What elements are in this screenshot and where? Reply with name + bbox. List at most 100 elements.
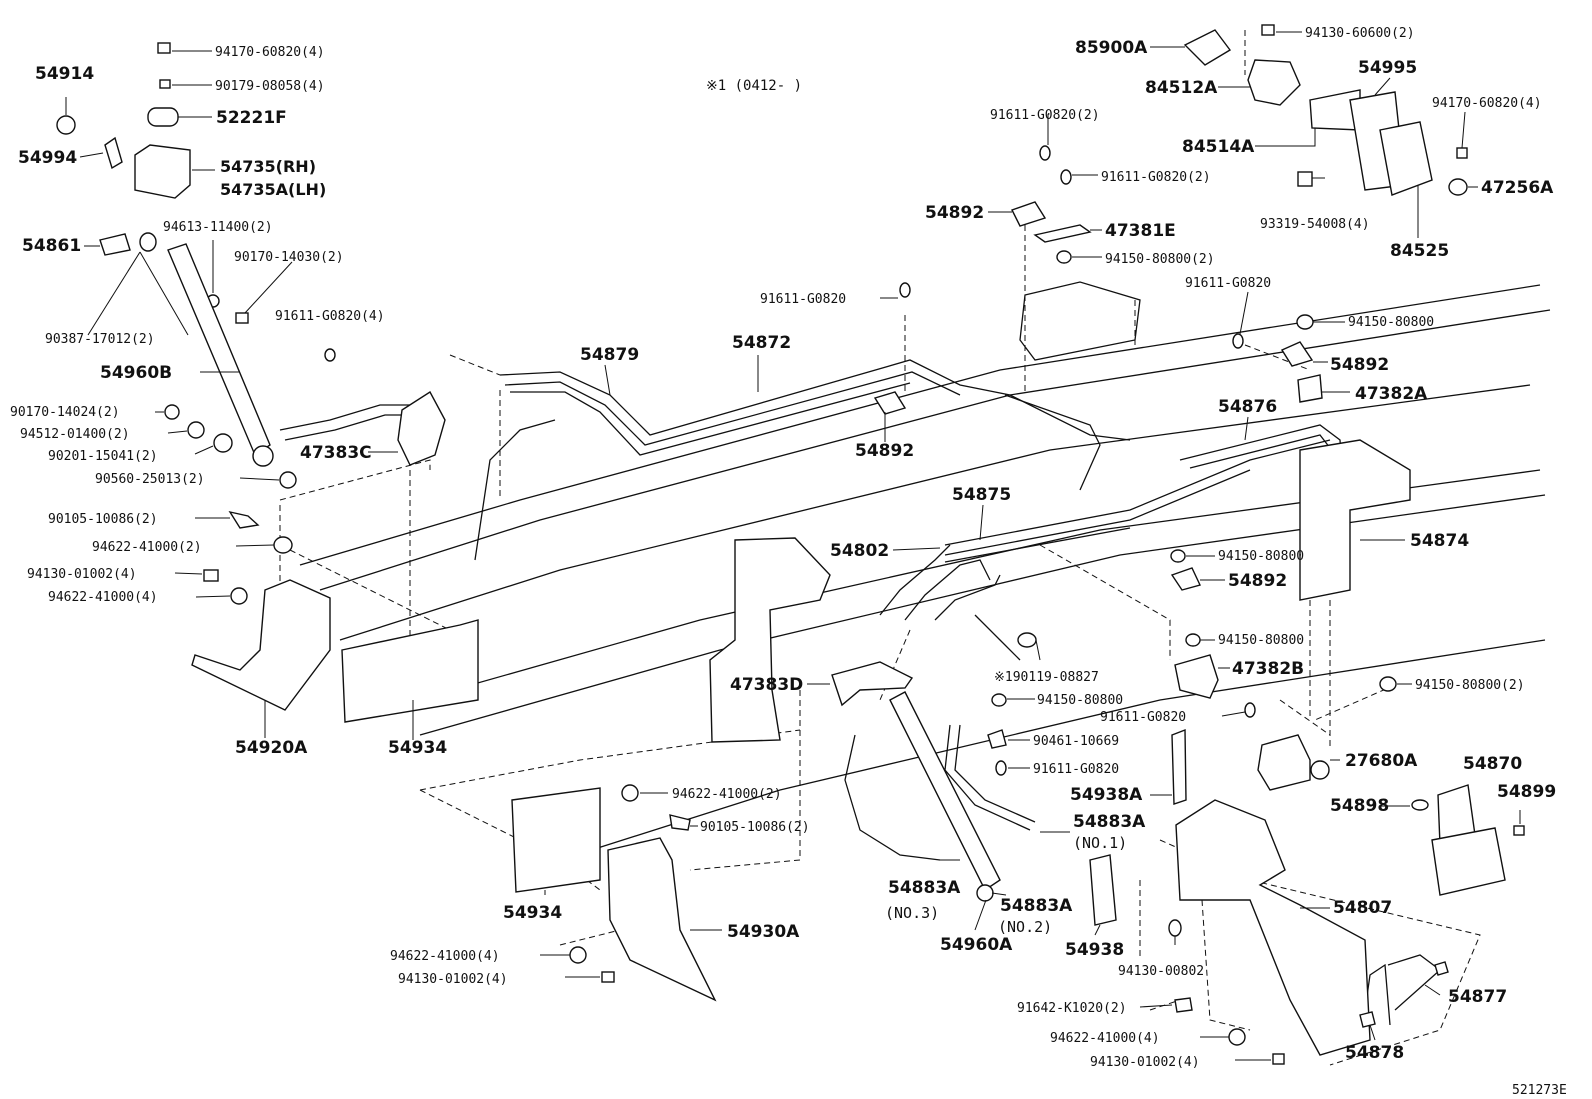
part-94622-c <box>621 784 639 802</box>
label-94150-r5: 94150-80800(2) <box>1415 678 1525 693</box>
part-94130-60600 <box>1261 24 1275 36</box>
label-94170-60820-b: 94170-60820(4) <box>1432 96 1542 111</box>
part-90170-14030 <box>235 312 249 324</box>
label-84514A: 84514A <box>1182 137 1255 157</box>
part-94622-e <box>1228 1028 1246 1046</box>
label-54934-a: 54934 <box>388 738 447 758</box>
label-54883A-1-note: (NO.1) <box>1073 834 1127 852</box>
label-90170-14024: 90170-14024(2) <box>10 405 120 420</box>
label-91611-top1: 91611-G0820(2) <box>990 108 1100 123</box>
label-47382B: 47382B <box>1232 659 1304 679</box>
part-91611-mid2 <box>995 760 1007 776</box>
label-94150-mid2: 94150-80800 <box>1037 693 1123 708</box>
header-note: ※1 (0412- ) <box>706 78 802 94</box>
label-54899: 54899 <box>1497 782 1556 802</box>
label-54892-top: 54892 <box>925 203 984 223</box>
part-54938A <box>1171 728 1187 805</box>
part-47382B <box>1174 654 1219 699</box>
part-90201 <box>213 433 233 453</box>
label-54938: 54938 <box>1065 940 1124 960</box>
part-54861 <box>99 233 131 256</box>
part-94170-a <box>157 42 171 54</box>
label-54883A-2-note: (NO.2) <box>998 918 1052 936</box>
parts <box>56 24 1525 1065</box>
part-54960A <box>889 691 1001 892</box>
part-54934-b <box>511 787 601 893</box>
part-90170-14024 <box>164 404 180 420</box>
part-94150-right <box>1296 314 1314 330</box>
part-94130-a <box>203 569 219 582</box>
part-54960B-eye <box>252 445 274 467</box>
label-93319: 93319-54008(4) <box>1260 217 1370 232</box>
part-90461 <box>987 729 1007 749</box>
part-90105-b <box>669 814 691 831</box>
frame-rails <box>299 281 1551 861</box>
part-54807 <box>1175 799 1371 1056</box>
part-54914 <box>56 115 76 135</box>
label-54892-r2: 54892 <box>1228 571 1287 591</box>
part-94170-b <box>1456 147 1468 159</box>
part-94150-r5 <box>1379 676 1397 692</box>
part-91611-4 <box>324 348 336 362</box>
label-84525: 84525 <box>1390 241 1449 261</box>
label-54883A-3-note: (NO.3) <box>885 904 939 922</box>
label-54883A-2: 54883A <box>1000 896 1073 916</box>
part-94150-r2 <box>1170 549 1186 563</box>
label-91611-G0820-4: 91611-G0820(4) <box>275 309 385 324</box>
label-94150-top: 94150-80800(2) <box>1105 252 1215 267</box>
part-54877 <box>1434 961 1449 976</box>
label-54883A-1: 54883A <box>1073 812 1146 832</box>
label-54874: 54874 <box>1410 531 1469 551</box>
part-91611-mid <box>899 282 911 298</box>
part-94130-00802 <box>1168 919 1182 937</box>
label-94130-01002-a: 94130-01002(4) <box>27 567 137 582</box>
part-54892-r2 <box>1170 567 1201 591</box>
label-91611-right: 91611-G0820 <box>1185 276 1271 291</box>
label-54872: 54872 <box>732 333 791 353</box>
label-94613: 94613-11400(2) <box>163 220 273 235</box>
part-90105-a <box>228 510 260 529</box>
label-54930A: 54930A <box>727 922 800 942</box>
label-94170-60820-a: 94170-60820(4) <box>215 45 325 60</box>
part-54878 <box>1359 1011 1376 1028</box>
part-84525 <box>1379 121 1433 196</box>
part-column <box>709 537 831 743</box>
label-54938A: 54938A <box>1070 785 1143 805</box>
part-94622-a <box>273 536 293 554</box>
label-47256A: 47256A <box>1481 178 1554 198</box>
label-90201: 90201-15041(2) <box>48 449 158 464</box>
part-91642 <box>1174 997 1193 1013</box>
label-54735A: 54735A(LH) <box>220 180 326 199</box>
part-52221f <box>147 107 179 127</box>
label-91611-r4: 91611-G0820 <box>1100 710 1186 725</box>
label-85900A: 85900A <box>1075 38 1148 58</box>
label-90105-b: 90105-10086(2) <box>700 820 810 835</box>
part-94130-b <box>601 971 615 983</box>
label-54879: 54879 <box>580 345 639 365</box>
label-94150-r2: 94150-80800 <box>1218 549 1304 564</box>
leader-lines <box>65 31 1521 1061</box>
part-90387 <box>139 232 157 252</box>
label-54877: 54877 <box>1448 987 1507 1007</box>
part-47383C <box>397 391 446 466</box>
label-90461: 90461-10669 <box>1033 734 1119 749</box>
label-54920A: 54920A <box>235 738 308 758</box>
label-54876: 54876 <box>1218 397 1277 417</box>
part-94512 <box>187 421 205 439</box>
part-54994 <box>104 136 123 170</box>
label-94130-00802: 94130-00802 <box>1118 964 1204 979</box>
label-91611-mid: 91611-G0820 <box>760 292 846 307</box>
part-27680A <box>1257 734 1311 791</box>
label-94622-a: 94622-41000(2) <box>92 540 202 555</box>
part-54892-right <box>1280 341 1314 367</box>
part-91611-right <box>1232 333 1244 349</box>
label-94622-c: 94622-41000(2) <box>672 787 782 802</box>
label-90105-a: 90105-10086(2) <box>48 512 158 527</box>
label-54934-b: 54934 <box>503 903 562 923</box>
label-54861: 54861 <box>22 236 81 256</box>
part-94130-c <box>1272 1053 1285 1065</box>
part-91611-top2 <box>1060 169 1072 185</box>
part-54930A <box>607 837 717 1002</box>
part-54899 <box>1513 825 1525 836</box>
